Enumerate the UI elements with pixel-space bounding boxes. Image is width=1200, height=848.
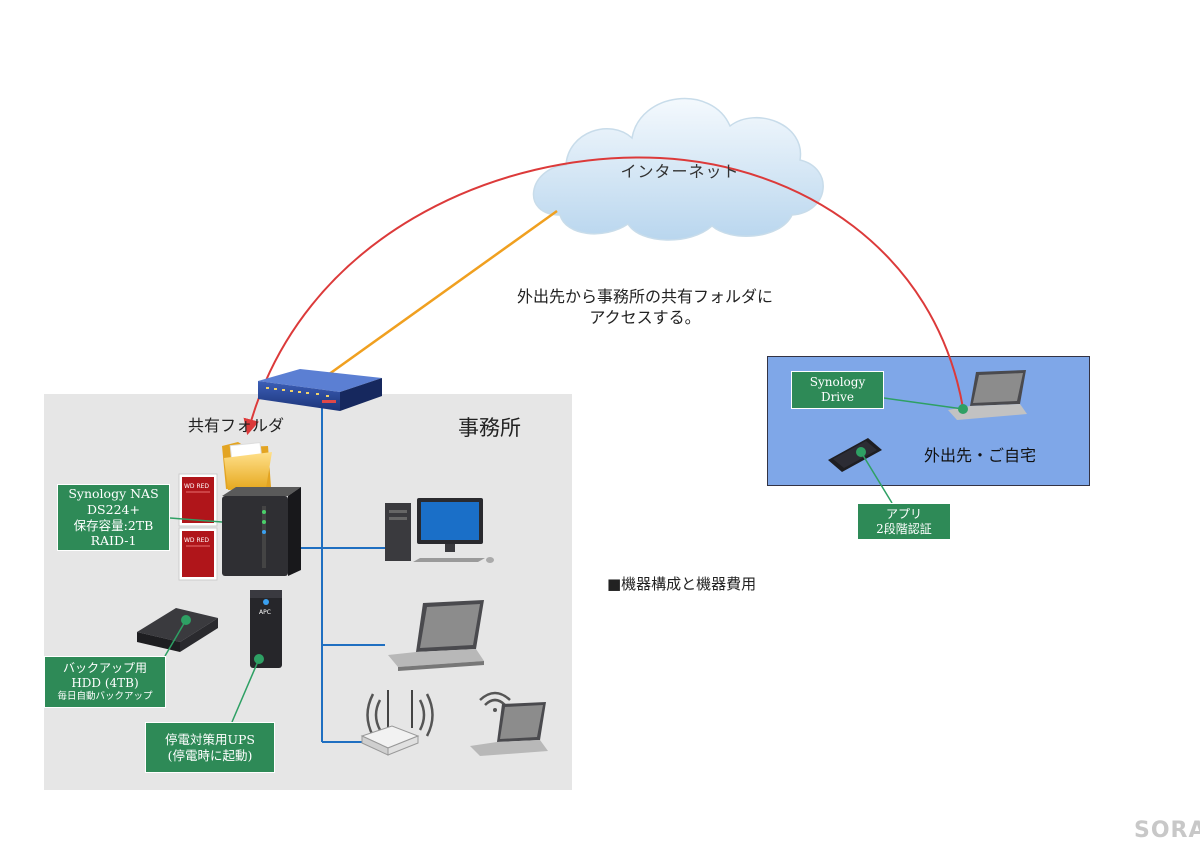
backup-callout-line3: 毎日自動バックアップ (57, 691, 153, 703)
smartphone-icon (828, 438, 882, 472)
nas-icon (222, 487, 301, 576)
internet-label: インターネット (620, 162, 740, 181)
hdd-label-bottom: WD RED (184, 537, 209, 544)
ups-brand-text: APC (259, 609, 271, 616)
access-caption: 外出先から事務所の共有フォルダに アクセスする。 (430, 287, 860, 329)
office-area (44, 394, 572, 790)
drive-callout-line1: Synology (809, 375, 866, 389)
drive-callout: Synology Drive (791, 371, 884, 409)
caption-line2: アクセスする。 (589, 307, 701, 327)
router-icon (258, 369, 382, 411)
laptop-icon (388, 600, 484, 671)
shared-folder-label: 共有フォルダ (188, 416, 285, 435)
ups-icon (250, 590, 282, 668)
wireless-laptop-icon (470, 691, 548, 756)
equipment-cost-note: ■機器構成と機器費用 (607, 575, 757, 593)
ups-callout-line2: (停電時に起動) (167, 747, 253, 763)
app-callout-line1: アプリ (885, 506, 922, 521)
ups-callout-line1: 停電対策用UPS (164, 731, 255, 747)
shared-folder-icon (222, 441, 272, 490)
nas-callout-line3: 保存容量:2TB (73, 517, 154, 533)
app-callout: アプリ 2段階認証 (857, 503, 951, 540)
nas-callout-line2: DS224+ (87, 501, 140, 517)
backup-hdd-icon (137, 608, 218, 652)
lan-links (300, 405, 385, 743)
sora-logo: SORA (1134, 818, 1200, 843)
remote-laptop-icon (948, 370, 1027, 420)
wan-link (317, 209, 558, 384)
nas-callout-line1: Synology NAS (68, 486, 159, 502)
caption-line1: 外出先から事務所の共有フォルダに (516, 287, 773, 306)
app-callout-line2: 2段階認証 (876, 521, 932, 536)
ups-leader (231, 658, 260, 723)
backup-callout: バックアップ用 HDD (4TB) 毎日自動バックアップ (44, 656, 166, 708)
remote-location-label: 外出先・ご自宅 (924, 446, 1037, 465)
nas-leader (169, 517, 223, 523)
backup-callout-line2: HDD (4TB) (71, 676, 139, 691)
backup-hdd-leader (164, 619, 187, 657)
app-leader (860, 451, 893, 504)
nas-callout-line4: RAID-1 (90, 533, 137, 549)
internet-cloud-icon (532, 97, 824, 241)
backup-callout-line1: バックアップ用 (62, 661, 147, 676)
ups-callout: 停電対策用UPS (停電時に起動) (145, 722, 275, 773)
hdd-label-top: WD RED (184, 483, 209, 490)
desktop-pc-icon (385, 498, 494, 563)
wd-red-hdd-icon (178, 473, 218, 581)
office-label: 事務所 (458, 416, 521, 440)
remote-access-arrow (243, 156, 964, 436)
drive-leader (883, 397, 964, 410)
wifi-access-point-icon (360, 690, 434, 756)
nas-callout: Synology NAS DS224+ 保存容量:2TB RAID-1 (57, 484, 170, 551)
drive-callout-line2: Drive (820, 390, 855, 404)
